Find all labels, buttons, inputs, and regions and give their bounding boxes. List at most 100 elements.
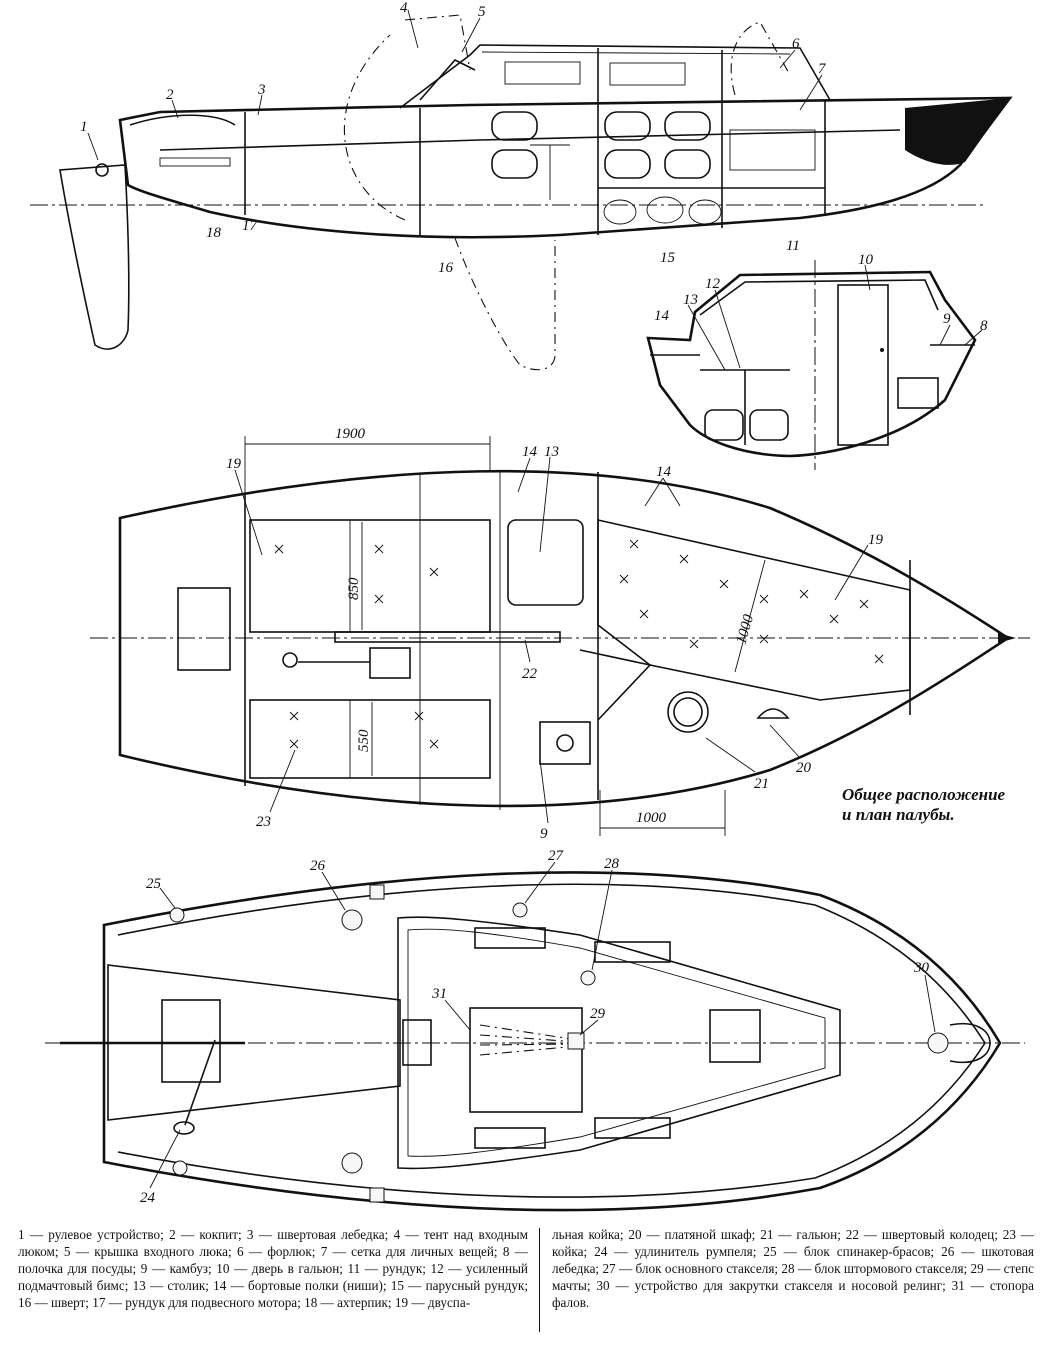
plan-winch-base [369,647,411,679]
leader-4 [407,9,419,49]
sail-bag-2 [646,196,684,224]
head-toilet-outer [667,691,709,733]
v-berth [597,519,911,701]
legend-right-column: льная койка; 20 — платяной шкаф; 21 — га… [552,1227,1034,1310]
label-1: 1 [80,119,88,135]
galley-stove [539,721,591,765]
label-20: 20 [796,760,812,776]
label-9-section: 9 [943,311,951,327]
label-14-section: 14 [654,308,670,324]
dim-1000-diag: 1000 [733,612,757,646]
label-12: 12 [705,276,721,292]
deck-hull [102,871,1002,1212]
sail-bag-1 [603,199,637,225]
section-cabin-inner [699,279,939,316]
centreboard-well [334,631,561,643]
hull-profile [118,96,1013,239]
leader-21 [705,737,756,773]
cabin-roof-inner [481,51,791,55]
rudder-pivot [95,163,109,177]
head-door [837,284,889,446]
leader-20 [769,724,801,759]
leader-12 [714,289,741,369]
leader-10 [864,264,871,291]
leader-2 [171,99,179,119]
leader-8 [964,329,983,346]
spinnaker-block-stbd [172,1160,188,1176]
leader-6 [779,49,796,69]
rudder [59,164,130,350]
label-7: 7 [818,61,827,77]
window-2 [609,62,686,86]
caption-line-2: и план палубы. [842,805,955,824]
leader-9 [939,324,951,346]
label-28: 28 [604,856,620,872]
winch-port [341,909,363,931]
label-24: 24 [140,1190,156,1206]
label-26: 26 [310,858,326,874]
plan-bow-tip [998,633,1016,643]
label-16: 16 [438,260,454,276]
caption-line-1: Общее расположение [842,785,1006,804]
tiller-extension [184,1039,216,1126]
leader-14b [644,477,681,507]
leader-14a [517,457,531,493]
cross-section: 10 12 13 14 9 8 [646,252,988,470]
door-knob [880,348,884,352]
bow-pulpit [949,1023,991,1063]
leader-13-plan [539,456,551,553]
hatch-arc [343,34,406,221]
dim-550: 550 [356,729,372,752]
leader-22 [524,639,531,663]
sail-bag-3 [688,199,722,225]
label-30: 30 [913,960,930,976]
section-stove [897,377,939,409]
label-17: 17 [242,218,259,234]
technical-drawing: 1 2 3 4 5 6 7 18 17 16 15 11 10 12 13 14 [30,0,1030,1212]
leader-23 [269,749,296,813]
forehatch-arc [730,21,791,96]
quarter-berth-upper [249,519,491,633]
label-11: 11 [786,238,800,254]
vent-stbd-aft [474,1127,546,1149]
shelf-oval-a [491,111,538,141]
section-oval-2 [749,409,789,441]
label-9-plan: 9 [540,826,548,842]
cabin-roof [399,44,831,109]
leader-26 [321,871,346,911]
halyard-leads [479,1024,579,1056]
shelf-oval-b [491,149,538,179]
accommodation-plan: 1900 850 550 1000 1000 19 19 14 14 13 22 [90,426,1030,842]
netting [729,129,816,171]
dim-1900: 1900 [335,426,366,442]
hatch-cover [419,59,476,101]
dim-1000-bottom: 1000 [636,810,667,826]
plan-table [507,519,584,606]
legend-left-column: 1 — рулевое устройство; 2 — кокпит; 3 — … [18,1227,528,1310]
label-15: 15 [660,250,676,266]
leader-31 [444,999,471,1031]
leader-5 [461,17,481,53]
label-14a: 14 [522,444,538,460]
dim-1000-diag-line [734,559,766,673]
centreboard [454,237,556,371]
dim-850: 850 [346,577,362,600]
deck-plan: 25 26 27 28 29 30 31 24 [45,848,1025,1212]
label-23: 23 [256,814,271,830]
head-partition [579,649,652,721]
storm-jib-block [580,970,596,986]
shelf-oval-e [664,111,711,141]
leader-1 [87,132,99,161]
label-19a: 19 [226,456,242,472]
hanger-icon [756,708,790,719]
leader-24 [149,1129,181,1189]
label-13: 13 [683,292,698,308]
deck-fitting-2 [369,1187,385,1203]
label-5: 5 [478,4,486,20]
berth-hatching [274,539,884,749]
spinnaker-block-port [169,907,185,923]
bow-shade [905,98,1010,165]
leader-25 [159,887,176,909]
window-1 [504,61,581,85]
